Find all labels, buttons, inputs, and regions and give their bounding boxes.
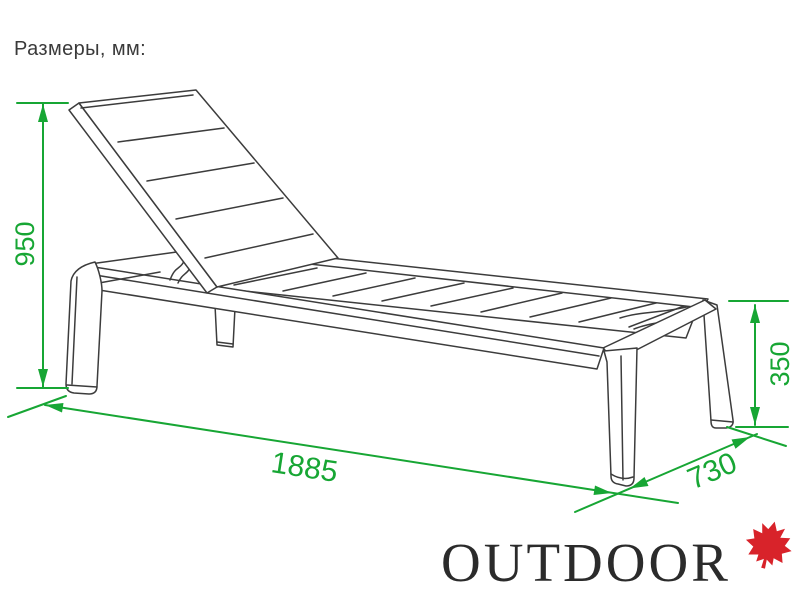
dimension-length-1885 [7,395,679,504]
dimension-height-label: 950 [10,221,40,266]
arrow-down-icon [750,407,760,425]
logo-text: OUTDOOR [441,532,731,593]
rear-right-leg [702,299,734,429]
arrow-left-icon [630,477,649,489]
front-left-leg [65,261,103,395]
arrow-up-icon [750,305,760,323]
front-right-leg [603,347,638,487]
rear-left-leg [214,304,236,348]
lounger-line-drawing [65,89,734,487]
dimension-labels: 950 350 1885 730 [10,221,795,496]
dimension-lines [7,102,789,513]
arrow-down-icon [38,369,48,387]
page-title: Размеры, мм: [14,38,147,60]
dimension-length-label: 1885 [269,446,340,489]
backrest [68,89,339,294]
arrow-up-icon [38,104,48,122]
dimension-height-950 [16,102,69,389]
dimension-depth-730 [574,426,787,513]
brand-logo: OUTDOOR [441,521,797,594]
dimension-seat-height-label: 350 [765,341,795,386]
dimension-seat-height-350 [728,300,789,428]
dimension-arrowheads [38,104,760,495]
arrow-right-icon [593,485,612,495]
dimension-depth-label: 730 [683,446,742,496]
maple-leaf-icon [745,521,792,569]
arrow-left-icon [45,403,64,413]
arrow-right-icon [731,437,750,449]
